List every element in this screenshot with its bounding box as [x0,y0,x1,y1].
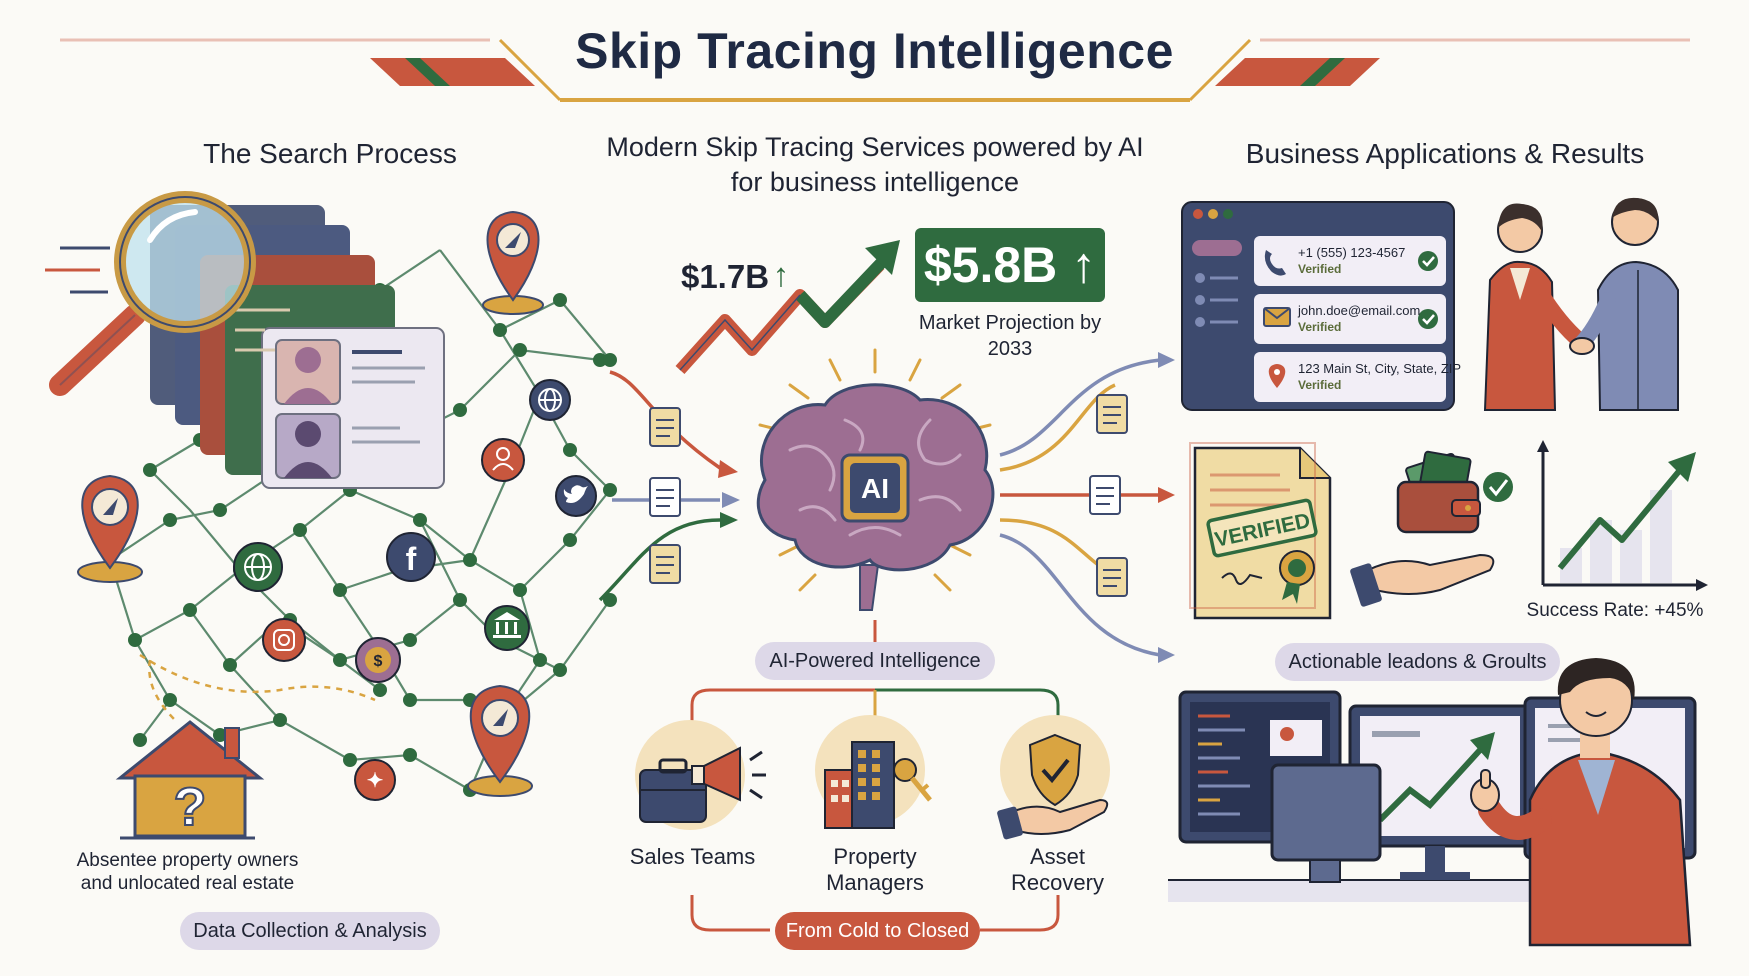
svg-text:?: ? [174,777,207,837]
growth-arrow-icon [675,240,900,375]
contact-phone: +1 (555) 123-4567 [1298,245,1406,260]
market-value-projection: $5.8B ↑ [915,228,1105,302]
ai-brain-icon: AI [756,348,995,611]
search-process-heading: The Search Process [203,138,457,169]
bank-icon [484,605,530,651]
building-key-icon [815,715,932,829]
contact-phone-status: Verified [1298,262,1342,276]
branch-label-property: Property Managers [826,844,924,895]
market-projection-label: Market Projection by 2033 [918,312,1102,360]
twitter-icon [555,475,597,517]
instagram-icon [262,618,306,662]
success-chart [1537,440,1708,591]
workstation-illustration [1168,658,1697,947]
title-banner [60,38,1690,102]
document-icon [649,544,681,584]
document-icon [649,477,681,517]
svg-text:f: f [406,541,417,577]
document-icon [1096,394,1128,434]
up-arrow-icon: ↑ [772,256,790,293]
house-caption: Absentee property owners and unlocated r… [76,850,299,894]
handshake-illustration [1483,197,1679,411]
ai-chip-label: AI [861,473,889,504]
map-pin-icon [467,684,533,797]
magnifier-icon [45,191,256,396]
contact-email: john.doe@email.com [1298,303,1421,318]
shield-hand-icon [997,715,1110,840]
contact-address-status: Verified [1298,378,1342,392]
dollar-coin-icon: $ [355,637,401,683]
facebook-icon: f [386,532,436,582]
contact-address: 123 Main St, City, State, ZIP [1298,361,1462,376]
page-title: Skip Tracing Intelligence [575,23,1174,79]
globe-icon [233,542,283,592]
map-pin-icon [77,474,143,583]
contact-card-window [1181,201,1455,411]
document-icon [649,407,681,447]
user-icon [481,438,525,482]
svg-text:$: $ [374,653,383,670]
certificate-icon: VERIFIED [1189,442,1332,620]
briefcase-megaphone-icon [635,720,766,830]
success-rate-label: Success Rate: +45% [1526,600,1704,621]
center-heading: Modern Skip Tracing Services powered by … [606,132,1144,197]
house-icon: ? [115,653,376,840]
document-icon [1096,557,1128,597]
branch-label-asset: Asset Recovery [1011,844,1104,895]
cold-to-closed-pill: From Cold to Closed [775,912,980,950]
actionable-leads-pill: Actionable leadons & Groults [1275,643,1560,681]
globe-icon [529,379,571,421]
map-pin-icon [482,210,544,315]
document-icon [1089,475,1121,515]
tag-icon: ✦ [354,759,396,801]
svg-text:✦: ✦ [367,770,384,792]
contact-email-status: Verified [1298,320,1342,334]
data-collection-pill: Data Collection & Analysis [180,912,440,950]
business-applications-heading: Business Applications & Results [1245,138,1645,169]
branch-label-sales: Sales Teams [629,844,756,869]
wallet-hand-icon [1350,450,1513,607]
ai-powered-pill: AI-Powered Intelligence [755,642,995,680]
market-value-2024: $1.7B [680,258,770,295]
output-arrows [999,352,1175,663]
